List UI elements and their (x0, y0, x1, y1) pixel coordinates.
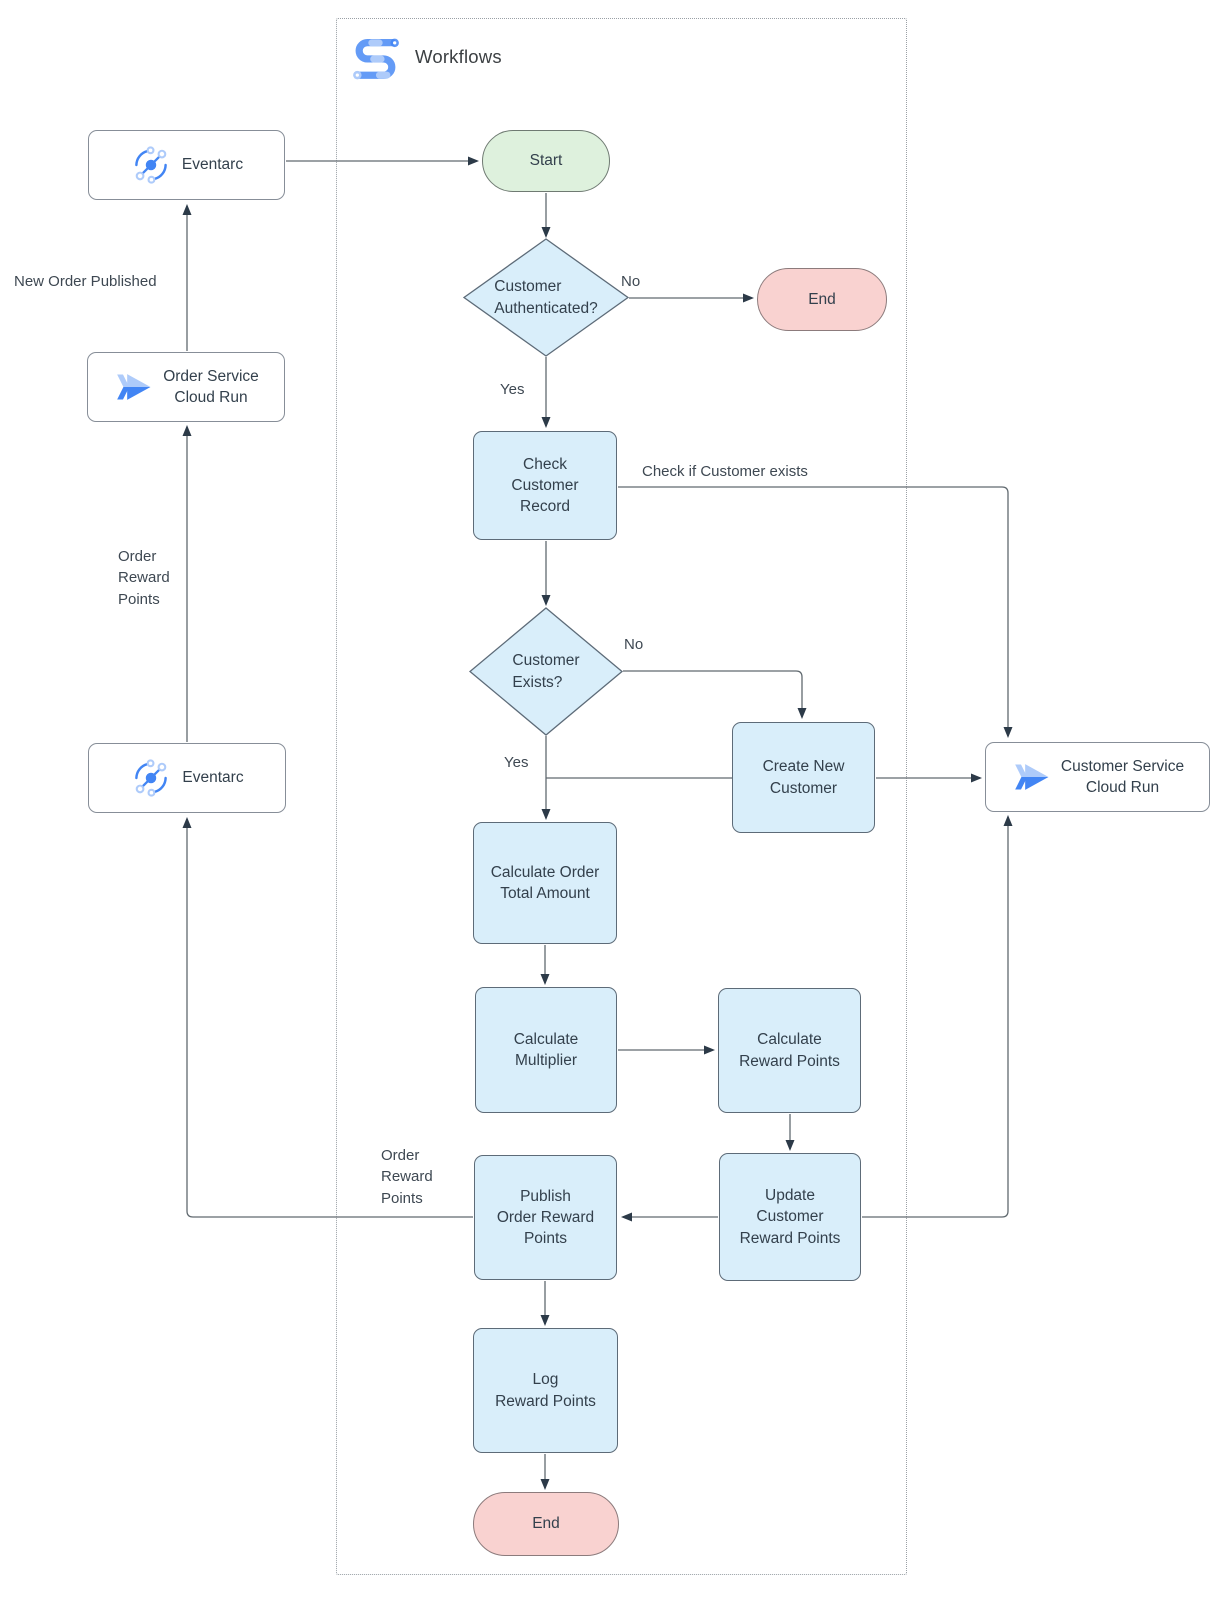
eventarc-bottom-node: Eventarc (88, 743, 286, 813)
workflows-container-frame (336, 18, 907, 1575)
label-order-reward-points-mid: Order Reward Points (381, 1147, 433, 1207)
step-create-new-customer: Create New Customer (732, 722, 875, 833)
eventarc-bottom-label: Eventarc (182, 769, 244, 787)
step-calculate-multiplier: Calculate Multiplier (475, 987, 617, 1113)
order-service-cloud-run-label: Order Service Cloud Run (163, 367, 259, 406)
label-new-order-published: New Order Published (14, 273, 157, 290)
step-calculate-reward-points: Calculate Reward Points (718, 988, 861, 1113)
cloud-run-icon (117, 374, 151, 400)
order-service-cloud-run-node: Order Service Cloud Run (87, 352, 285, 422)
decision-label: Customer Exists? (512, 652, 580, 691)
edge-publish-to-eventarc (182, 817, 473, 1218)
decision-customer-authenticated: Customer Authenticated? (464, 239, 628, 356)
label-order-reward-points-left: Order Reward Points (118, 548, 170, 608)
calculate-order-total-label: Calculate Order Total Amount (490, 863, 600, 902)
decision-customer-exists: Customer Exists? (470, 608, 622, 735)
workflows-header: Workflows (348, 28, 502, 86)
check-customer-record-label: Check Customer Record (511, 455, 579, 516)
edge-update-to-customer-service (862, 815, 1013, 1218)
log-reward-points-label: Log Reward Points (495, 1371, 596, 1410)
label-yes-authenticated: Yes (500, 381, 525, 398)
end-top-label: End (808, 290, 836, 308)
edge-exists-no-to-create (623, 670, 807, 719)
label-no-exists: No (624, 636, 644, 653)
update-customer-reward-points-label: Update Customer Reward Points (739, 1187, 841, 1247)
label-yes-exists: Yes (504, 754, 529, 771)
label-check-if-customer-exists: Check if Customer exists (642, 463, 808, 480)
step-end-top: End (757, 268, 887, 331)
eventarc-icon (135, 146, 167, 184)
step-end-bottom: End (473, 1492, 619, 1556)
end-bottom-label: End (532, 1515, 560, 1533)
step-start: Start (482, 130, 610, 192)
step-log-reward-points: Log Reward Points (473, 1328, 618, 1453)
workflows-title: Workflows (415, 46, 502, 67)
eventarc-top-label: Eventarc (181, 156, 244, 174)
start-label: Start (529, 152, 563, 170)
step-check-customer-record: Check Customer Record (473, 431, 617, 540)
publish-order-reward-points-label: Publish Order Reward Points (496, 1187, 595, 1248)
workflows-icon (353, 38, 399, 80)
step-publish-order-reward-points: Publish Order Reward Points (474, 1155, 617, 1280)
step-calculate-order-total: Calculate Order Total Amount (473, 822, 617, 944)
step-update-customer-reward-points: Update Customer Reward Points (719, 1153, 861, 1281)
eventarc-top-node: Eventarc (88, 130, 285, 200)
customer-service-cloud-run-node: Customer Service Cloud Run (985, 742, 1210, 812)
create-new-customer-label: Create New Customer (762, 758, 845, 797)
eventarc-icon (135, 759, 168, 797)
decision-label: Customer Authenticated? (494, 278, 598, 317)
edge-check-to-customer-service (618, 486, 1013, 738)
cloud-run-icon (1015, 764, 1049, 790)
label-no-authenticated: No (621, 273, 641, 290)
calculate-multiplier-label: Calculate Multiplier (513, 1030, 579, 1069)
calculate-reward-points-label: Calculate Reward Points (739, 1031, 840, 1070)
customer-service-cloud-run-label: Customer Service Cloud Run (1060, 757, 1185, 796)
